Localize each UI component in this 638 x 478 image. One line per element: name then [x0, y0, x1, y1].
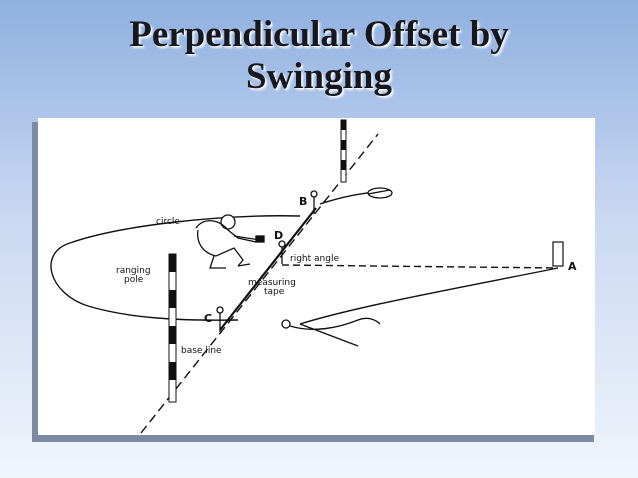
label-base-line: base line — [181, 346, 222, 356]
label-ranging-pole-2: pole — [124, 275, 144, 285]
label-measuring-tape-2: tape — [264, 287, 285, 297]
circle-arc — [50, 215, 301, 321]
label-point-d: D — [274, 229, 283, 242]
label-ranging-pole-1: ranging — [116, 266, 151, 276]
measuring-tape — [219, 207, 317, 331]
label-point-c: C — [204, 312, 212, 325]
pole-at-a-icon — [552, 241, 564, 267]
diagram-svg: B D C A circle right angle ranging pole … — [50, 119, 577, 434]
arrow-pin-icon — [216, 190, 318, 332]
right-angle-line — [281, 264, 559, 269]
label-circle: circle — [156, 217, 180, 227]
tape-ring-icon — [281, 319, 291, 329]
label-point-b: B — [299, 195, 307, 208]
slide-title: Perpendicular Offset by Swinging — [0, 14, 638, 98]
surveyor-figure-icon — [195, 214, 265, 269]
tape-reel-icon — [367, 187, 393, 199]
label-measuring-tape-1: measuring — [248, 278, 296, 288]
label-point-a: A — [568, 260, 577, 273]
slide-title-line-1: Perpendicular Offset by — [129, 14, 509, 55]
slide-title-line-2: Swinging — [245, 56, 392, 97]
diagram-panel: B D C A circle right angle ranging pole … — [38, 118, 595, 435]
label-right-angle: right angle — [290, 254, 339, 264]
ranging-pole-left-icon — [168, 253, 177, 403]
ranging-pole-icon — [340, 119, 347, 183]
tape-line-c-a — [299, 267, 559, 325]
base-line — [140, 133, 379, 434]
tape-loose-end — [289, 317, 381, 347]
